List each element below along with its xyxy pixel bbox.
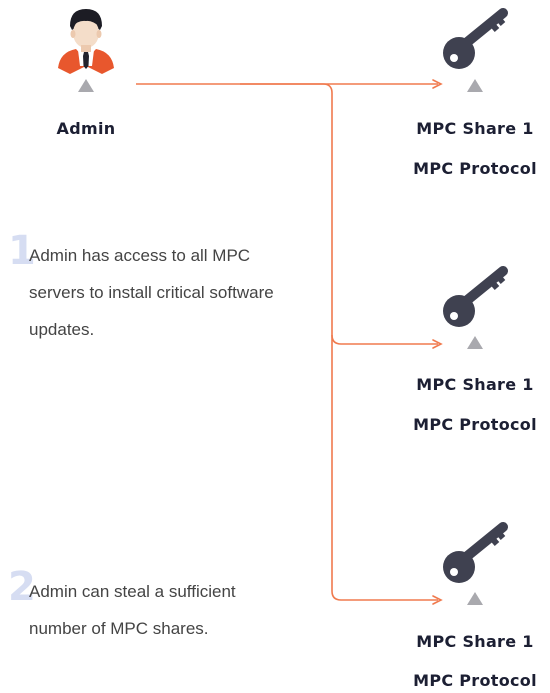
admin-user-icon (58, 9, 114, 74)
step-1-number: 1 (8, 228, 36, 274)
node-3-share-label: MPC Share 1 (416, 632, 534, 651)
step-1-text: Admin has access to all MPC servers to i… (29, 246, 274, 339)
step-1: 1 Admin has access to all MPC servers to… (8, 231, 298, 348)
node-1-protocol-label: MPC Protocol (413, 159, 537, 178)
node-2-share-label: MPC Share 1 (416, 375, 534, 394)
key-icon (443, 8, 508, 69)
node-pointer (467, 336, 483, 349)
step-2-text: Admin can steal a sufficient number of M… (29, 582, 236, 638)
admin-label: Admin (56, 119, 116, 138)
step-2-number: 2 (8, 564, 36, 610)
connector-lines (136, 83, 438, 601)
admin-pointer (78, 79, 94, 92)
node-2-protocol-label: MPC Protocol (413, 415, 537, 434)
node-1-share-label: MPC Share 1 (416, 119, 534, 138)
key-icon (443, 522, 508, 583)
connector-arrowheads (432, 79, 443, 605)
node-pointer (467, 79, 483, 92)
step-2: 2 Admin can steal a sufficient number of… (8, 567, 298, 647)
key-icon (443, 266, 508, 327)
node-3-protocol-label: MPC Protocol (413, 671, 537, 690)
node-pointer (467, 592, 483, 605)
